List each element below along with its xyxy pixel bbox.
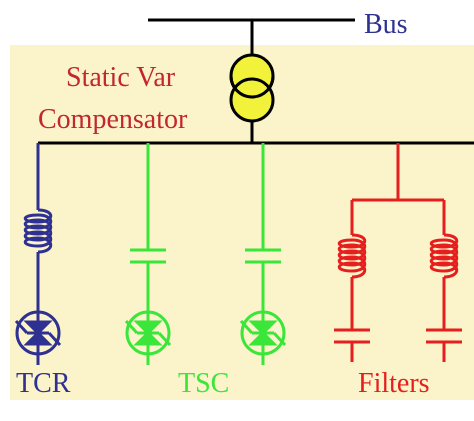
diagram-title-line-1: Static Var	[66, 62, 176, 93]
filter-inductor-icon-1	[337, 233, 367, 279]
tcr-inductor-icon	[23, 208, 53, 254]
tsc-branch-1	[124, 143, 172, 365]
tcr-label: TCR	[16, 368, 71, 399]
tsc-branch-2	[239, 143, 287, 365]
tcr-branch	[14, 143, 62, 365]
filters-label: Filters	[358, 368, 430, 399]
tsc-label: TSC	[178, 368, 230, 399]
bus-label: Bus	[364, 9, 408, 40]
transformer-icon	[229, 53, 275, 123]
filters-branch	[334, 143, 462, 362]
diagram-title-line-2: Compensator	[38, 104, 188, 135]
filter-inductor-icon-2	[429, 233, 459, 279]
